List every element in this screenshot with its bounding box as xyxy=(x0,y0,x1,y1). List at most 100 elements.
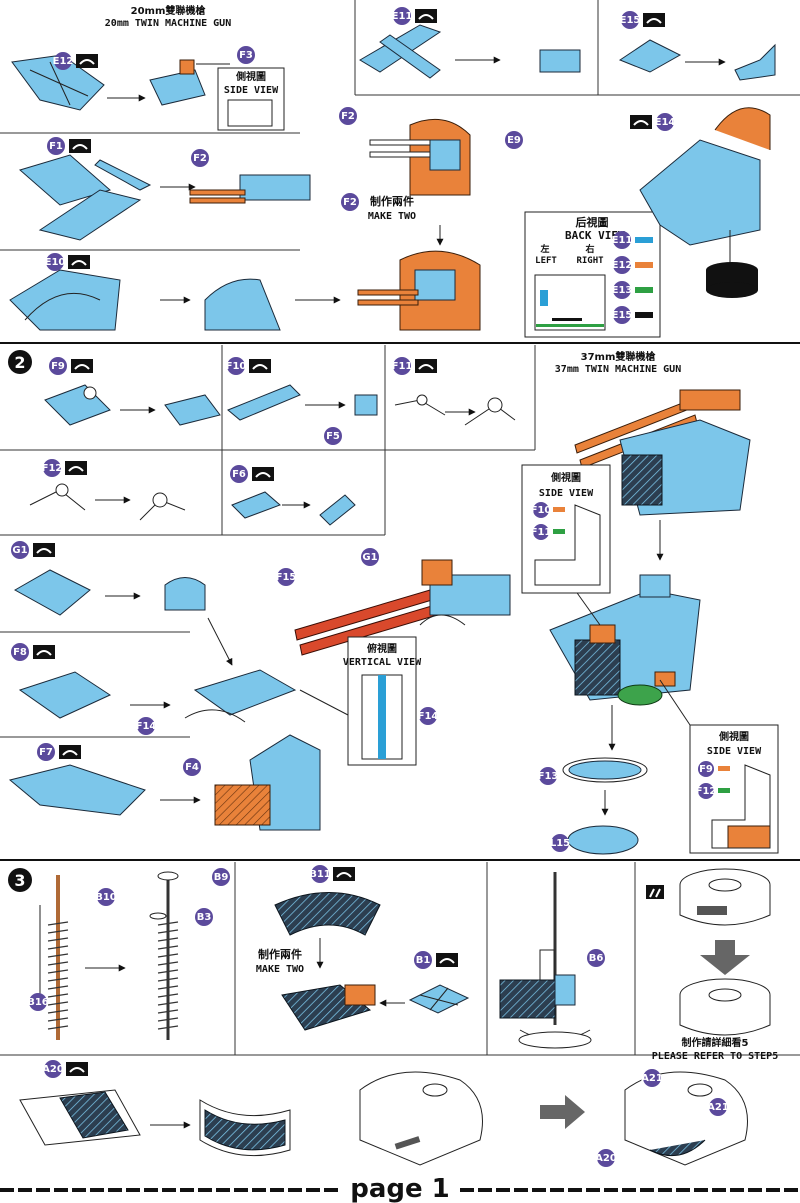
mast-rung xyxy=(157,969,179,974)
left-cn: 左 xyxy=(539,243,549,255)
diagram-g1 xyxy=(13,569,206,616)
svg-text:F10: F10 xyxy=(531,505,552,516)
mast-rung xyxy=(47,929,69,934)
badge-f6: F6 xyxy=(230,465,274,483)
mast-rung xyxy=(157,1001,179,1006)
diagram-e12 xyxy=(11,54,230,111)
badge-f3: F3 xyxy=(237,46,255,64)
badge-g1-a: G1 xyxy=(11,541,55,559)
badge-e12: E12 xyxy=(53,52,98,70)
vertical-view-en: VERTICAL VIEW xyxy=(343,657,422,668)
svg-text:F5: F5 xyxy=(326,431,340,442)
svg-text:B10: B10 xyxy=(95,892,117,903)
svg-text:B6: B6 xyxy=(589,953,604,964)
mast-rung xyxy=(47,1001,69,1006)
mast-rung xyxy=(157,985,179,990)
make-two-en: MAKE TWO xyxy=(368,211,416,222)
svg-text:F10: F10 xyxy=(226,361,247,372)
legend-badge-e15 xyxy=(613,306,631,324)
vertical-view-cn: 俯視圖 xyxy=(367,642,397,655)
mast-rung xyxy=(157,937,179,942)
svg-text:F2: F2 xyxy=(341,111,355,122)
svg-text:F11: F11 xyxy=(531,527,552,538)
diagram-turret-base xyxy=(359,1071,748,1166)
mast-rung xyxy=(157,953,179,958)
svg-text:F14: F14 xyxy=(136,721,157,732)
svg-text:F14: F14 xyxy=(418,711,439,722)
legend-swatch-e13 xyxy=(635,287,653,293)
badge-f8: F8 xyxy=(11,643,55,661)
badge-b11: B11 xyxy=(309,865,355,883)
legend-label-e13: E13 xyxy=(612,285,633,296)
svg-text:A20: A20 xyxy=(595,1153,617,1164)
svg-text:F15: F15 xyxy=(276,572,297,583)
diagram-37mm-right xyxy=(549,389,751,855)
make-two-cn: 制作兩件 xyxy=(370,194,414,208)
svg-text:F1: F1 xyxy=(49,141,63,152)
title-37mm-cn: 37mm雙聯機槍 xyxy=(581,350,657,363)
vertical-view-box: 俯視圖 VERTICAL VIEW xyxy=(299,636,422,766)
badge-f5: F5 xyxy=(324,427,342,445)
refer-en: PLEASE REFER TO STEP5 xyxy=(652,1051,778,1062)
diagram-gun-shield xyxy=(357,118,481,331)
badge-b16: B16 xyxy=(27,993,49,1011)
svg-text:A21: A21 xyxy=(641,1073,663,1084)
mast-rung xyxy=(47,1009,69,1014)
diagram-f9 xyxy=(44,384,221,426)
mast-rung xyxy=(47,945,69,950)
diagram-mast xyxy=(39,871,179,1040)
diagram-f10 xyxy=(227,384,378,421)
badge-e14: E14 xyxy=(630,113,675,131)
mast-rung xyxy=(47,953,69,958)
mast-rung xyxy=(157,993,179,998)
legend-swatch-e15 xyxy=(635,312,653,318)
diagram-37mm-left xyxy=(294,559,511,656)
svg-text:F8: F8 xyxy=(13,647,27,658)
badge-e15: E15 xyxy=(620,11,665,29)
badge-f1: F1 xyxy=(47,137,91,155)
svg-text:E14: E14 xyxy=(655,117,676,128)
mast-rung xyxy=(157,1025,179,1030)
diagram-refer-step5 xyxy=(646,868,771,1036)
diagram-e14 xyxy=(639,107,771,298)
mast-rung xyxy=(157,1009,179,1014)
svg-text:E12: E12 xyxy=(53,56,74,67)
side-view-box-2: 側視圖 SIDE VIEW F10 F11 xyxy=(521,464,611,594)
svg-text:A21: A21 xyxy=(707,1102,729,1113)
badge-b3: B3 xyxy=(195,908,213,926)
legend-badge-e13 xyxy=(613,281,631,299)
mast-rung xyxy=(47,977,69,982)
back-view-box: 后視圖 BACK VIEW 左 右 LEFT RIGHT xyxy=(524,211,661,338)
legend-label-e11: E11 xyxy=(612,235,633,246)
title-37mm-en: 37mm TWIN MACHINE GUN xyxy=(555,364,681,375)
badge-a21-b: A21 xyxy=(707,1098,729,1116)
svg-text:F4: F4 xyxy=(185,762,199,773)
svg-text:E9: E9 xyxy=(507,135,521,146)
legend-badge-e12 xyxy=(613,256,631,274)
svg-text:SIDE VIEW: SIDE VIEW xyxy=(539,488,594,499)
svg-text:F12: F12 xyxy=(42,463,63,474)
badge-f2-b: F2 xyxy=(339,107,357,125)
mast-rung xyxy=(157,977,179,982)
badge-a21-a: A21 xyxy=(641,1069,663,1087)
badge-f10: F10 xyxy=(226,357,271,375)
badge-f2-a: F2 xyxy=(191,149,209,167)
make-two-2-en: MAKE TWO xyxy=(256,964,304,975)
svg-text:G1: G1 xyxy=(12,545,27,556)
svg-text:B16: B16 xyxy=(27,997,49,1008)
badge-f2-c: F2 xyxy=(341,193,359,211)
mast-rung xyxy=(157,961,179,966)
back-view-en: BACK VIEW xyxy=(565,229,625,242)
badge-f11: F11 xyxy=(392,357,437,375)
badge-e10: E10 xyxy=(45,253,90,271)
svg-text:側視圖: 側視圖 xyxy=(718,730,749,743)
badge-f13: F13 xyxy=(538,767,558,785)
mast-rung xyxy=(47,961,69,966)
svg-text:F9: F9 xyxy=(51,361,65,372)
mast-rung xyxy=(47,921,69,926)
badge-b1: B1 xyxy=(414,951,458,969)
legend-label-e12: E12 xyxy=(612,260,633,271)
mast-rung xyxy=(157,921,179,926)
svg-text:F3: F3 xyxy=(239,50,253,61)
